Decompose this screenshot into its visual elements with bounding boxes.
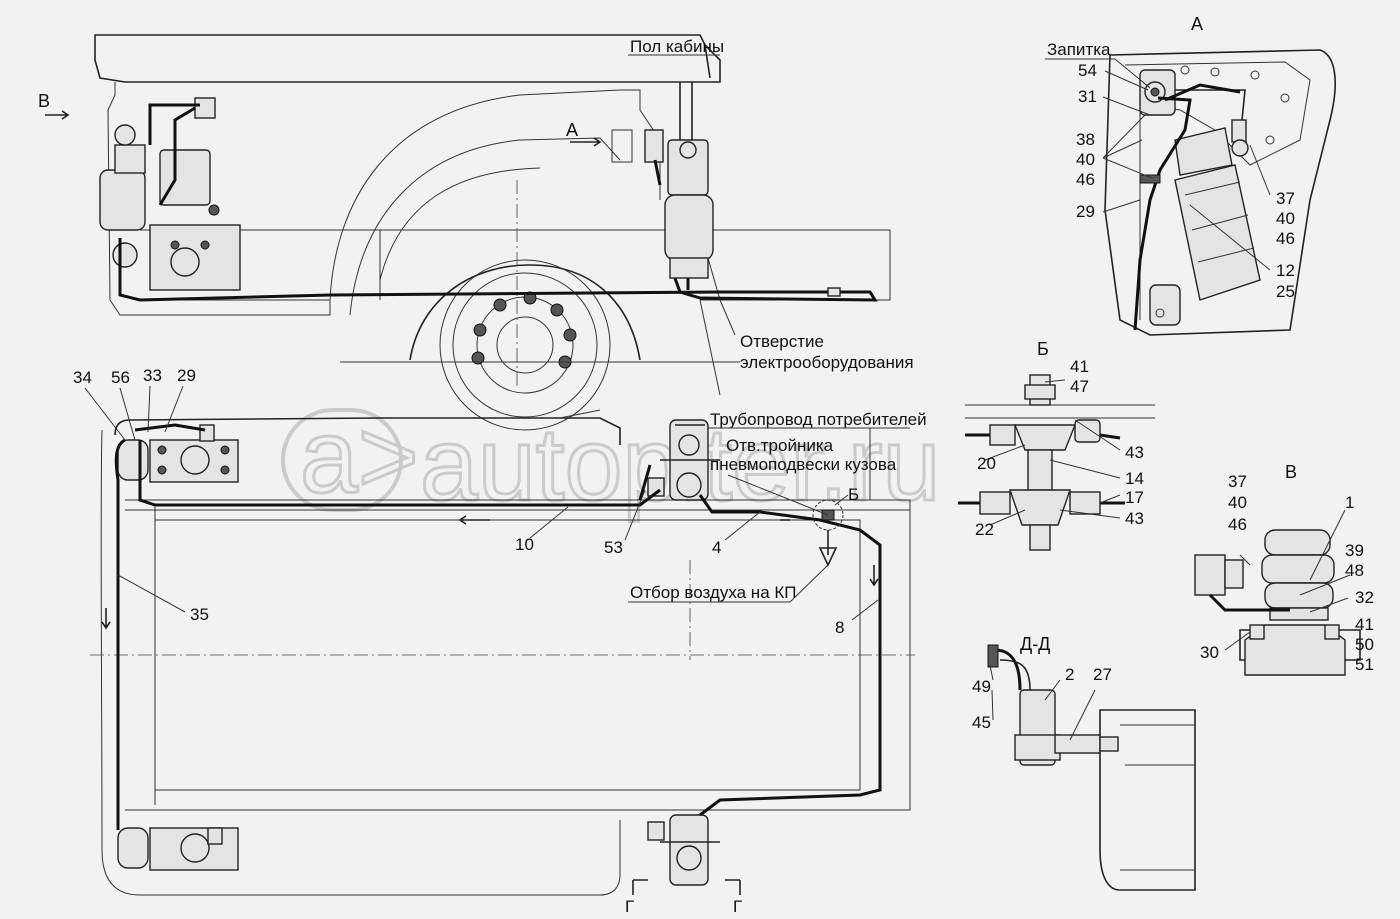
view-a-title: А	[1191, 14, 1203, 34]
callout: 33	[143, 366, 162, 385]
callouts-view-b: 41 47 43 20 14 17 43 22	[975, 357, 1144, 539]
callout: 43	[1125, 509, 1144, 528]
callout: 35	[190, 605, 209, 624]
callout: 22	[975, 520, 994, 539]
callout: 2	[1065, 665, 1074, 684]
view-b-title: Б	[1037, 339, 1049, 359]
callout: 41	[1070, 357, 1089, 376]
callout: 43	[1125, 443, 1144, 462]
arrow-a-label: А	[566, 120, 578, 140]
arrow-v-label: В	[38, 91, 50, 111]
view-v-title: В	[1285, 462, 1297, 482]
callouts-main: 34 56 33 29 10 53 4 35 8	[73, 366, 879, 637]
callout: 32	[1355, 588, 1374, 607]
detail-view-dd	[987, 644, 1196, 891]
callout: 41	[1355, 615, 1374, 634]
air-intake-label: Отбор воздуха на КП	[630, 583, 797, 602]
callouts-view-dd: 2 27 49 45	[972, 665, 1112, 732]
view-dd-title: Д-Д	[1020, 634, 1050, 654]
annotations: Пол кабины Отверстие электрооборудования…	[628, 37, 1111, 603]
callout: 1	[1345, 493, 1354, 512]
watermark-logo: a>	[300, 399, 419, 515]
callout: 34	[73, 368, 92, 387]
callout: 17	[1125, 488, 1144, 507]
callout: 40	[1076, 150, 1095, 169]
view-titles: А Б В Д-Д В А Б Г Г	[38, 14, 1297, 916]
callout: 56	[111, 368, 130, 387]
callout: 27	[1093, 665, 1112, 684]
tee-outlet-label-2: пневмоподвески кузова	[710, 455, 897, 474]
callout: 29	[1076, 202, 1095, 221]
consumer-pipeline-label: Трубопровод потребителей	[710, 410, 927, 429]
callout: 49	[972, 677, 991, 696]
detail-view-v	[1194, 509, 1361, 676]
callout: 39	[1345, 541, 1364, 560]
callout: 29	[177, 366, 196, 385]
plan-view	[90, 409, 915, 896]
callout: 38	[1076, 130, 1095, 149]
callouts-view-a: 54 31 38 40 46 29 37 40 46 12 25	[1076, 61, 1295, 301]
callout: 30	[1200, 643, 1219, 662]
side-view	[45, 34, 891, 431]
rear-cab-mount-side	[99, 97, 878, 302]
front-mount-plan-top	[647, 419, 720, 501]
rear-left-mount-plan	[117, 424, 239, 483]
cab-floor-label: Пол кабины	[630, 37, 724, 56]
callout: 4	[712, 538, 721, 557]
tee-outlet-label-1: Отв.тройника	[726, 436, 834, 455]
callout: 40	[1276, 209, 1295, 228]
arrow-b-label: Б	[848, 485, 859, 504]
callout: 40	[1228, 493, 1247, 512]
section-g-right: Г	[733, 897, 742, 916]
rear-left-mount-plan-bottom	[117, 827, 239, 871]
detail-view-b	[958, 374, 1155, 551]
callout: 37	[1276, 189, 1295, 208]
electrical-hole-label-1: Отверстие	[740, 332, 824, 351]
callouts-view-v: 37 40 46 1 39 48 32 41 50 51 30	[1200, 472, 1374, 674]
electrical-hole-label-2: электрооборудования	[740, 353, 914, 372]
callout: 48	[1345, 561, 1364, 580]
callout: 14	[1125, 469, 1144, 488]
callout: 8	[835, 618, 844, 637]
callout: 54	[1078, 61, 1097, 80]
front-mount-plan-bottom	[647, 814, 720, 886]
callout: 37	[1228, 472, 1247, 491]
cab-tilt-mount-side	[611, 82, 841, 297]
callout: 12	[1276, 261, 1295, 280]
callout: 46	[1076, 170, 1095, 189]
callout: 31	[1078, 87, 1097, 106]
callout: 45	[972, 713, 991, 732]
callout: 46	[1228, 515, 1247, 534]
callout: 20	[977, 454, 996, 473]
callout: 10	[515, 535, 534, 554]
detail-view-a	[1045, 49, 1336, 336]
supply-label: Запитка	[1047, 40, 1111, 59]
section-g-left: Г	[625, 897, 634, 916]
callout: 47	[1070, 377, 1089, 396]
callout: 46	[1276, 229, 1295, 248]
callout: 51	[1355, 655, 1374, 674]
callout: 50	[1355, 635, 1374, 654]
callout: 53	[604, 538, 623, 557]
callout: 25	[1276, 282, 1295, 301]
